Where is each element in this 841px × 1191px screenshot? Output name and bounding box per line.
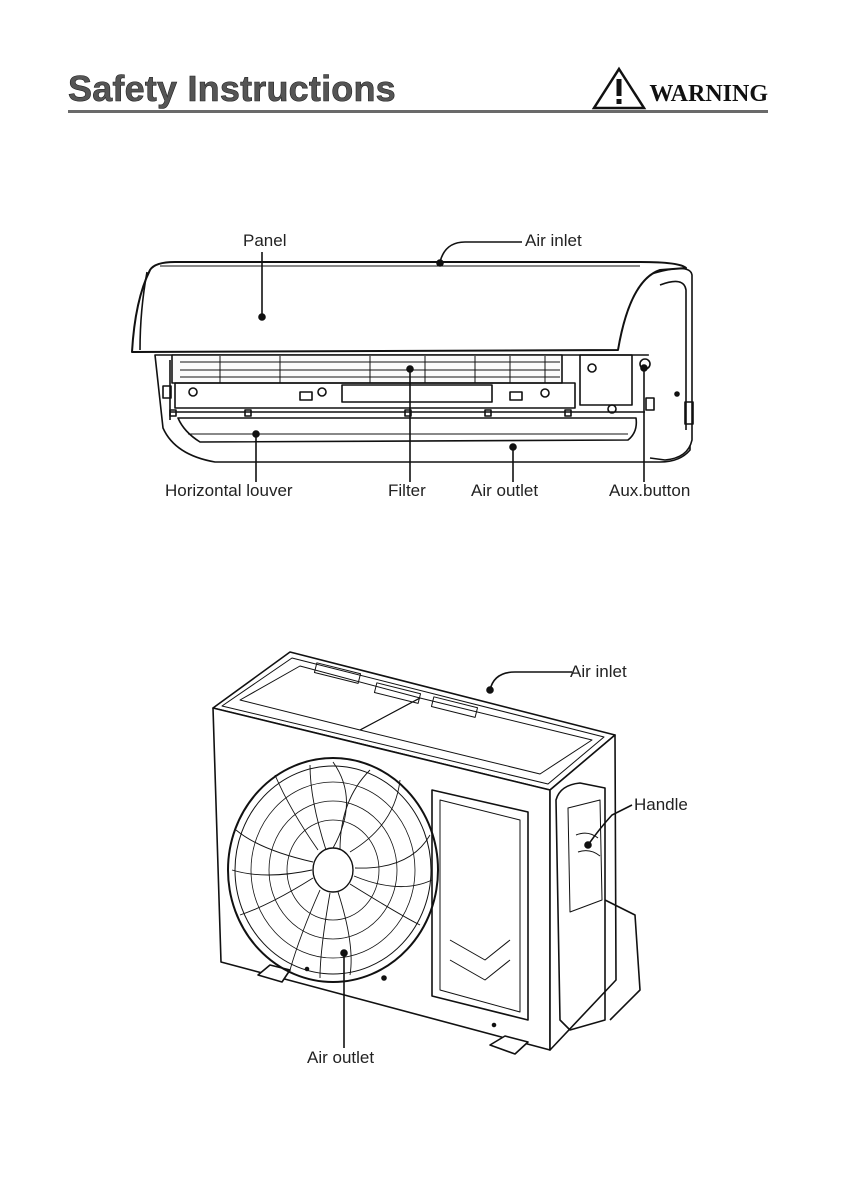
- indoor-label-panel: Panel: [243, 232, 286, 250]
- indoor-label-air-inlet: Air inlet: [525, 232, 582, 250]
- outdoor-label-air-outlet: Air outlet: [307, 1049, 374, 1067]
- indoor-label-horizontal-louver: Horizontal louver: [165, 482, 293, 500]
- indoor-label-aux-button: Aux.button: [609, 482, 690, 500]
- indoor-label-filter: Filter: [388, 482, 426, 500]
- indoor-label-air-outlet: Air outlet: [471, 482, 538, 500]
- outdoor-label-air-inlet: Air inlet: [570, 663, 627, 681]
- outdoor-label-handle: Handle: [634, 796, 688, 814]
